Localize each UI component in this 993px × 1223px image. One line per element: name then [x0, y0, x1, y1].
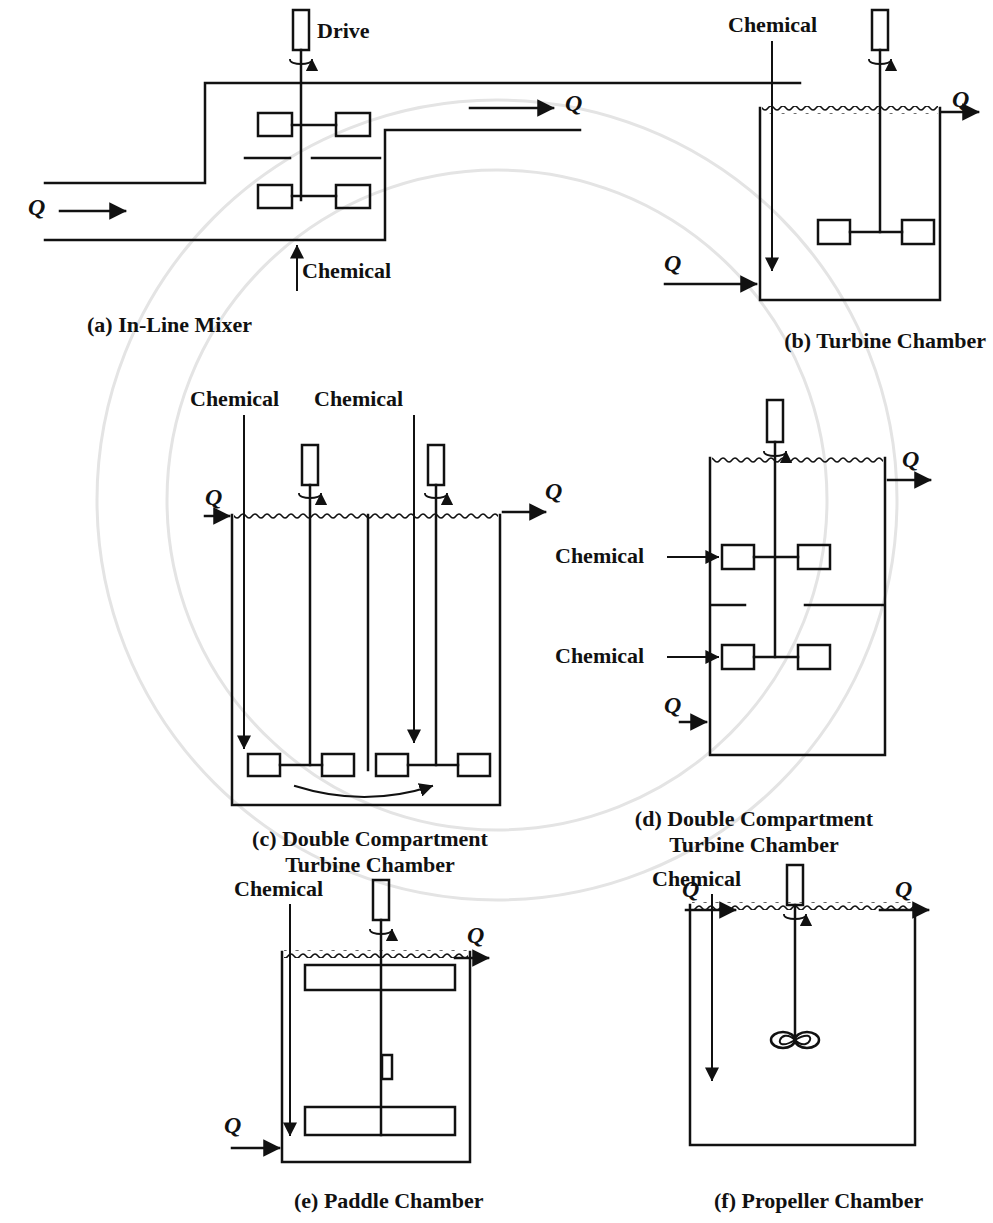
- part-label: Chemical: [300, 258, 393, 284]
- part-label: Chemical: [553, 643, 646, 669]
- part-label: Chemical: [232, 876, 325, 902]
- flow-symbol: Q: [950, 86, 971, 112]
- part-label: Chemical: [726, 12, 819, 38]
- figure-caption: (d) Double Compartment Turbine Chamber: [597, 806, 911, 858]
- flow-symbol: Q: [893, 876, 914, 902]
- flow-symbol: Q: [662, 250, 683, 276]
- part-label: (e) Paddle Chamber: [292, 1188, 485, 1214]
- double-compartment-chamber-c: [205, 416, 545, 805]
- propeller-chamber: [686, 865, 928, 1145]
- flow-symbol: Q: [563, 90, 584, 116]
- flow-symbol: Q: [543, 478, 564, 504]
- part-label: Chemical: [312, 386, 405, 412]
- part-label: Chemical: [553, 543, 646, 569]
- part-label: (b) Turbine Chamber: [782, 328, 988, 354]
- flow-symbol: Q: [900, 446, 921, 472]
- flow-symbol: Q: [662, 692, 683, 718]
- watermark-seal: [97, 100, 897, 900]
- flow-symbol: Q: [203, 484, 224, 510]
- figure-caption: (c) Double Compartment Turbine Chamber: [218, 826, 522, 878]
- double-compartment-chamber-d: [668, 400, 930, 755]
- part-label: Chemical: [188, 386, 281, 412]
- flow-symbol: Q: [465, 922, 486, 948]
- flow-symbol: Q: [222, 1112, 243, 1138]
- paddle-chamber: [232, 880, 488, 1162]
- flow-symbol: Q: [680, 876, 701, 902]
- part-label: Drive: [315, 18, 372, 44]
- part-label: (f) Propeller Chamber: [712, 1188, 925, 1214]
- turbine-chamber: [665, 10, 978, 300]
- part-label: (a) In-Line Mixer: [85, 312, 254, 338]
- flow-symbol: Q: [26, 194, 47, 220]
- in-line-mixer: [45, 10, 800, 290]
